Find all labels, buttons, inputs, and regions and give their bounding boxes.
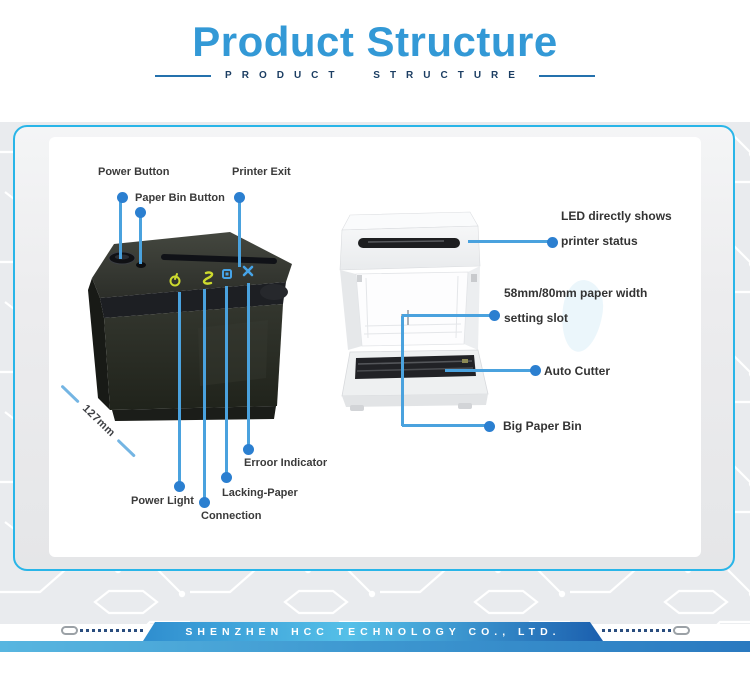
footer-left-dotted-line: [80, 629, 146, 632]
label-lacking-paper: Lacking-Paper: [222, 487, 298, 499]
label-setting-slot: 58mm/80mm paper width setting slot: [504, 281, 647, 331]
company-banner: SHENZHEN HCC TECHNOLOGY CO., LTD.: [143, 622, 603, 641]
white-printer-illustration: [339, 211, 489, 411]
subtitle-left-line: [155, 74, 212, 77]
callout-line-paper-bin-button: [139, 217, 142, 264]
label-led-status-line2: printer status: [561, 234, 638, 248]
footer-right-capsule: [673, 626, 690, 635]
footer-left-capsule: [61, 626, 78, 635]
footer-blue-strip: [0, 641, 750, 652]
callout-dot-setting-slot: [489, 310, 500, 321]
callout-dot-connection: [199, 497, 210, 508]
subtitle-right-line: [538, 74, 595, 77]
company-name: SHENZHEN HCC TECHNOLOGY CO., LTD.: [185, 626, 561, 638]
black-printer-illustration: [88, 232, 292, 421]
label-led-status: LED directly shows printer status: [561, 204, 672, 254]
paper-feed-icon: [202, 271, 214, 285]
callout-line-error-indicator: [247, 283, 250, 448]
label-auto-cutter: Auto Cutter: [544, 364, 610, 378]
callout-line-printer-exit: [238, 201, 241, 267]
callout-dot-power-button: [117, 192, 128, 203]
callout-dot-auto-cutter: [530, 365, 541, 376]
callout-dot-power-light: [174, 481, 185, 492]
footer-right-dotted-line: [602, 629, 672, 632]
callout-dot-paper-bin-button: [135, 207, 146, 218]
callout-line-power-light: [178, 292, 181, 485]
callout-line-power-button: [119, 201, 122, 259]
led-strip: [358, 238, 460, 248]
auto-cutter-bar: [355, 355, 476, 379]
callout-line-setting-slot: [402, 314, 492, 317]
subtitle-text: PRODUCT STRUCTURE: [225, 70, 525, 81]
power-icon: [169, 273, 181, 287]
paper-exit-slot: [161, 254, 277, 264]
subtitle: PRODUCT STRUCTURE: [0, 70, 750, 81]
label-error-indicator: Erroor Indicator: [244, 457, 328, 469]
label-power-button: Power Button: [98, 166, 170, 178]
paper-bin-interior: [355, 271, 469, 347]
label-paper-bin-button: Paper Bin Button: [135, 192, 225, 204]
callout-dot-led-status: [547, 237, 558, 248]
paper-status-icon: [222, 269, 232, 279]
label-connection: Connection: [201, 510, 262, 522]
paper-bin-button-shape: [136, 262, 146, 268]
callout-line-led-status: [468, 240, 552, 243]
dimension-dash: [117, 438, 137, 458]
callout-line-connection: [203, 289, 206, 501]
label-setting-slot-line1: 58mm/80mm paper width: [504, 286, 648, 300]
callout-line-auto-cutter: [445, 369, 534, 372]
callout-dot-big-paper-bin: [484, 421, 495, 432]
callout-line-lacking-paper: [225, 286, 228, 476]
error-cross-icon: [242, 265, 254, 277]
label-setting-slot-line2: setting slot: [504, 311, 569, 325]
label-led-status-line1: LED directly shows: [561, 209, 672, 223]
callout-dot-lacking-paper: [221, 472, 232, 483]
callout-dot-error-indicator: [243, 444, 254, 455]
label-big-paper-bin: Big Paper Bin: [503, 419, 582, 433]
callout-line-big-paper-bin-v: [401, 316, 404, 426]
label-printer-exit: Printer Exit: [232, 166, 291, 178]
callout-line-big-paper-bin-h: [402, 424, 488, 427]
label-power-light: Power Light: [131, 495, 194, 507]
callout-dot-printer-exit: [234, 192, 245, 203]
page-title: Product Structure: [192, 18, 558, 65]
